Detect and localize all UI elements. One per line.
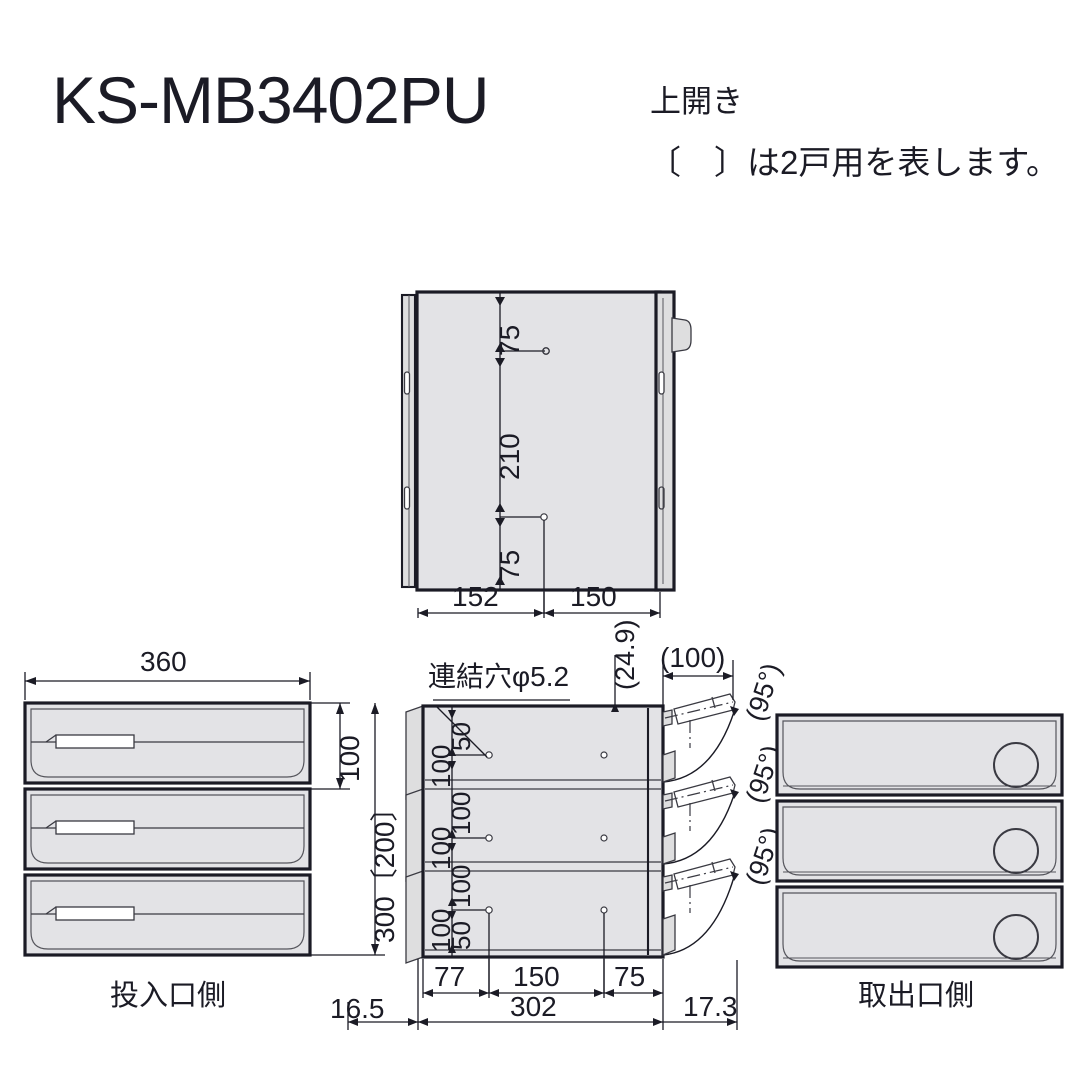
dim-depth-16-5: 16.5 [330,993,385,1024]
label-connect-hole: 連結穴φ5.2 [428,661,570,692]
side-dim-17-3: 17.3 [683,991,738,1022]
caption-insert-side: 投入口側 [110,980,227,1012]
note-open-direction: 上開き [650,84,743,119]
side-dim-150: 150 [513,961,560,992]
side-dim-77: 77 [434,961,466,992]
side-dim-75: 75 [614,961,646,992]
page-title: KS-MB3402PU [52,63,490,137]
dim-door-open-100: (100) [660,642,726,673]
top-view-dim-150: 150 [570,581,617,612]
front-view-dim-360: 360 [140,646,187,677]
caption-takeout-side: 取出口側 [858,980,975,1012]
note-bracket-meaning: 〔 〕は2戸用を表します。 [648,144,1060,181]
side-dim-total-302: 302 [510,991,557,1022]
top-view-dim-152: 152 [452,581,499,612]
